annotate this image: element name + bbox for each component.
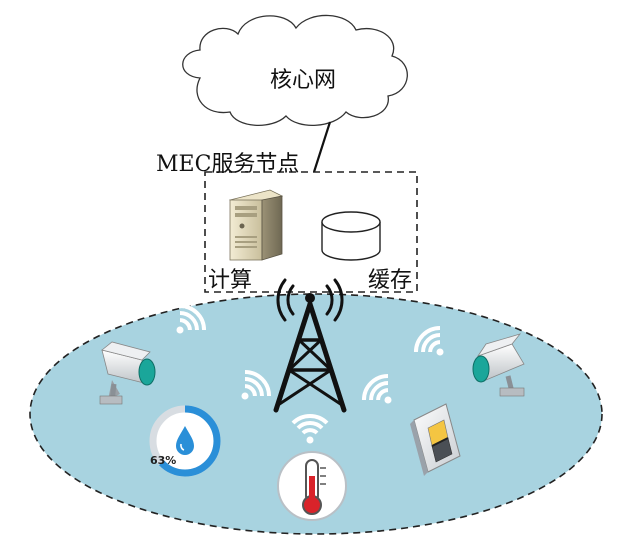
wifi-icon <box>241 369 272 400</box>
wifi-icon <box>361 373 392 404</box>
cell-tower-icon <box>273 278 347 413</box>
water-gauge-progress <box>149 405 221 477</box>
camera-icon <box>472 333 525 397</box>
mec-node-label: MEC服务节点 <box>156 152 300 177</box>
cache-label: 缓存 <box>368 268 413 293</box>
camera-icon <box>99 341 156 405</box>
wifi-icon <box>413 325 444 356</box>
wifi-icon <box>176 303 207 334</box>
wifi-icon <box>291 413 329 444</box>
server-icon <box>228 189 284 261</box>
switch-icon <box>410 403 461 476</box>
cloud-icon <box>182 14 408 127</box>
thermometer-icon <box>277 451 347 521</box>
core-network-label: 核心网 <box>270 68 337 93</box>
compute-label: 计算 <box>208 268 253 293</box>
water-gauge-value: 63% <box>150 454 177 467</box>
water-gauge-icon <box>149 405 221 477</box>
backhaul-link <box>312 121 332 173</box>
storage-icon <box>321 211 381 261</box>
